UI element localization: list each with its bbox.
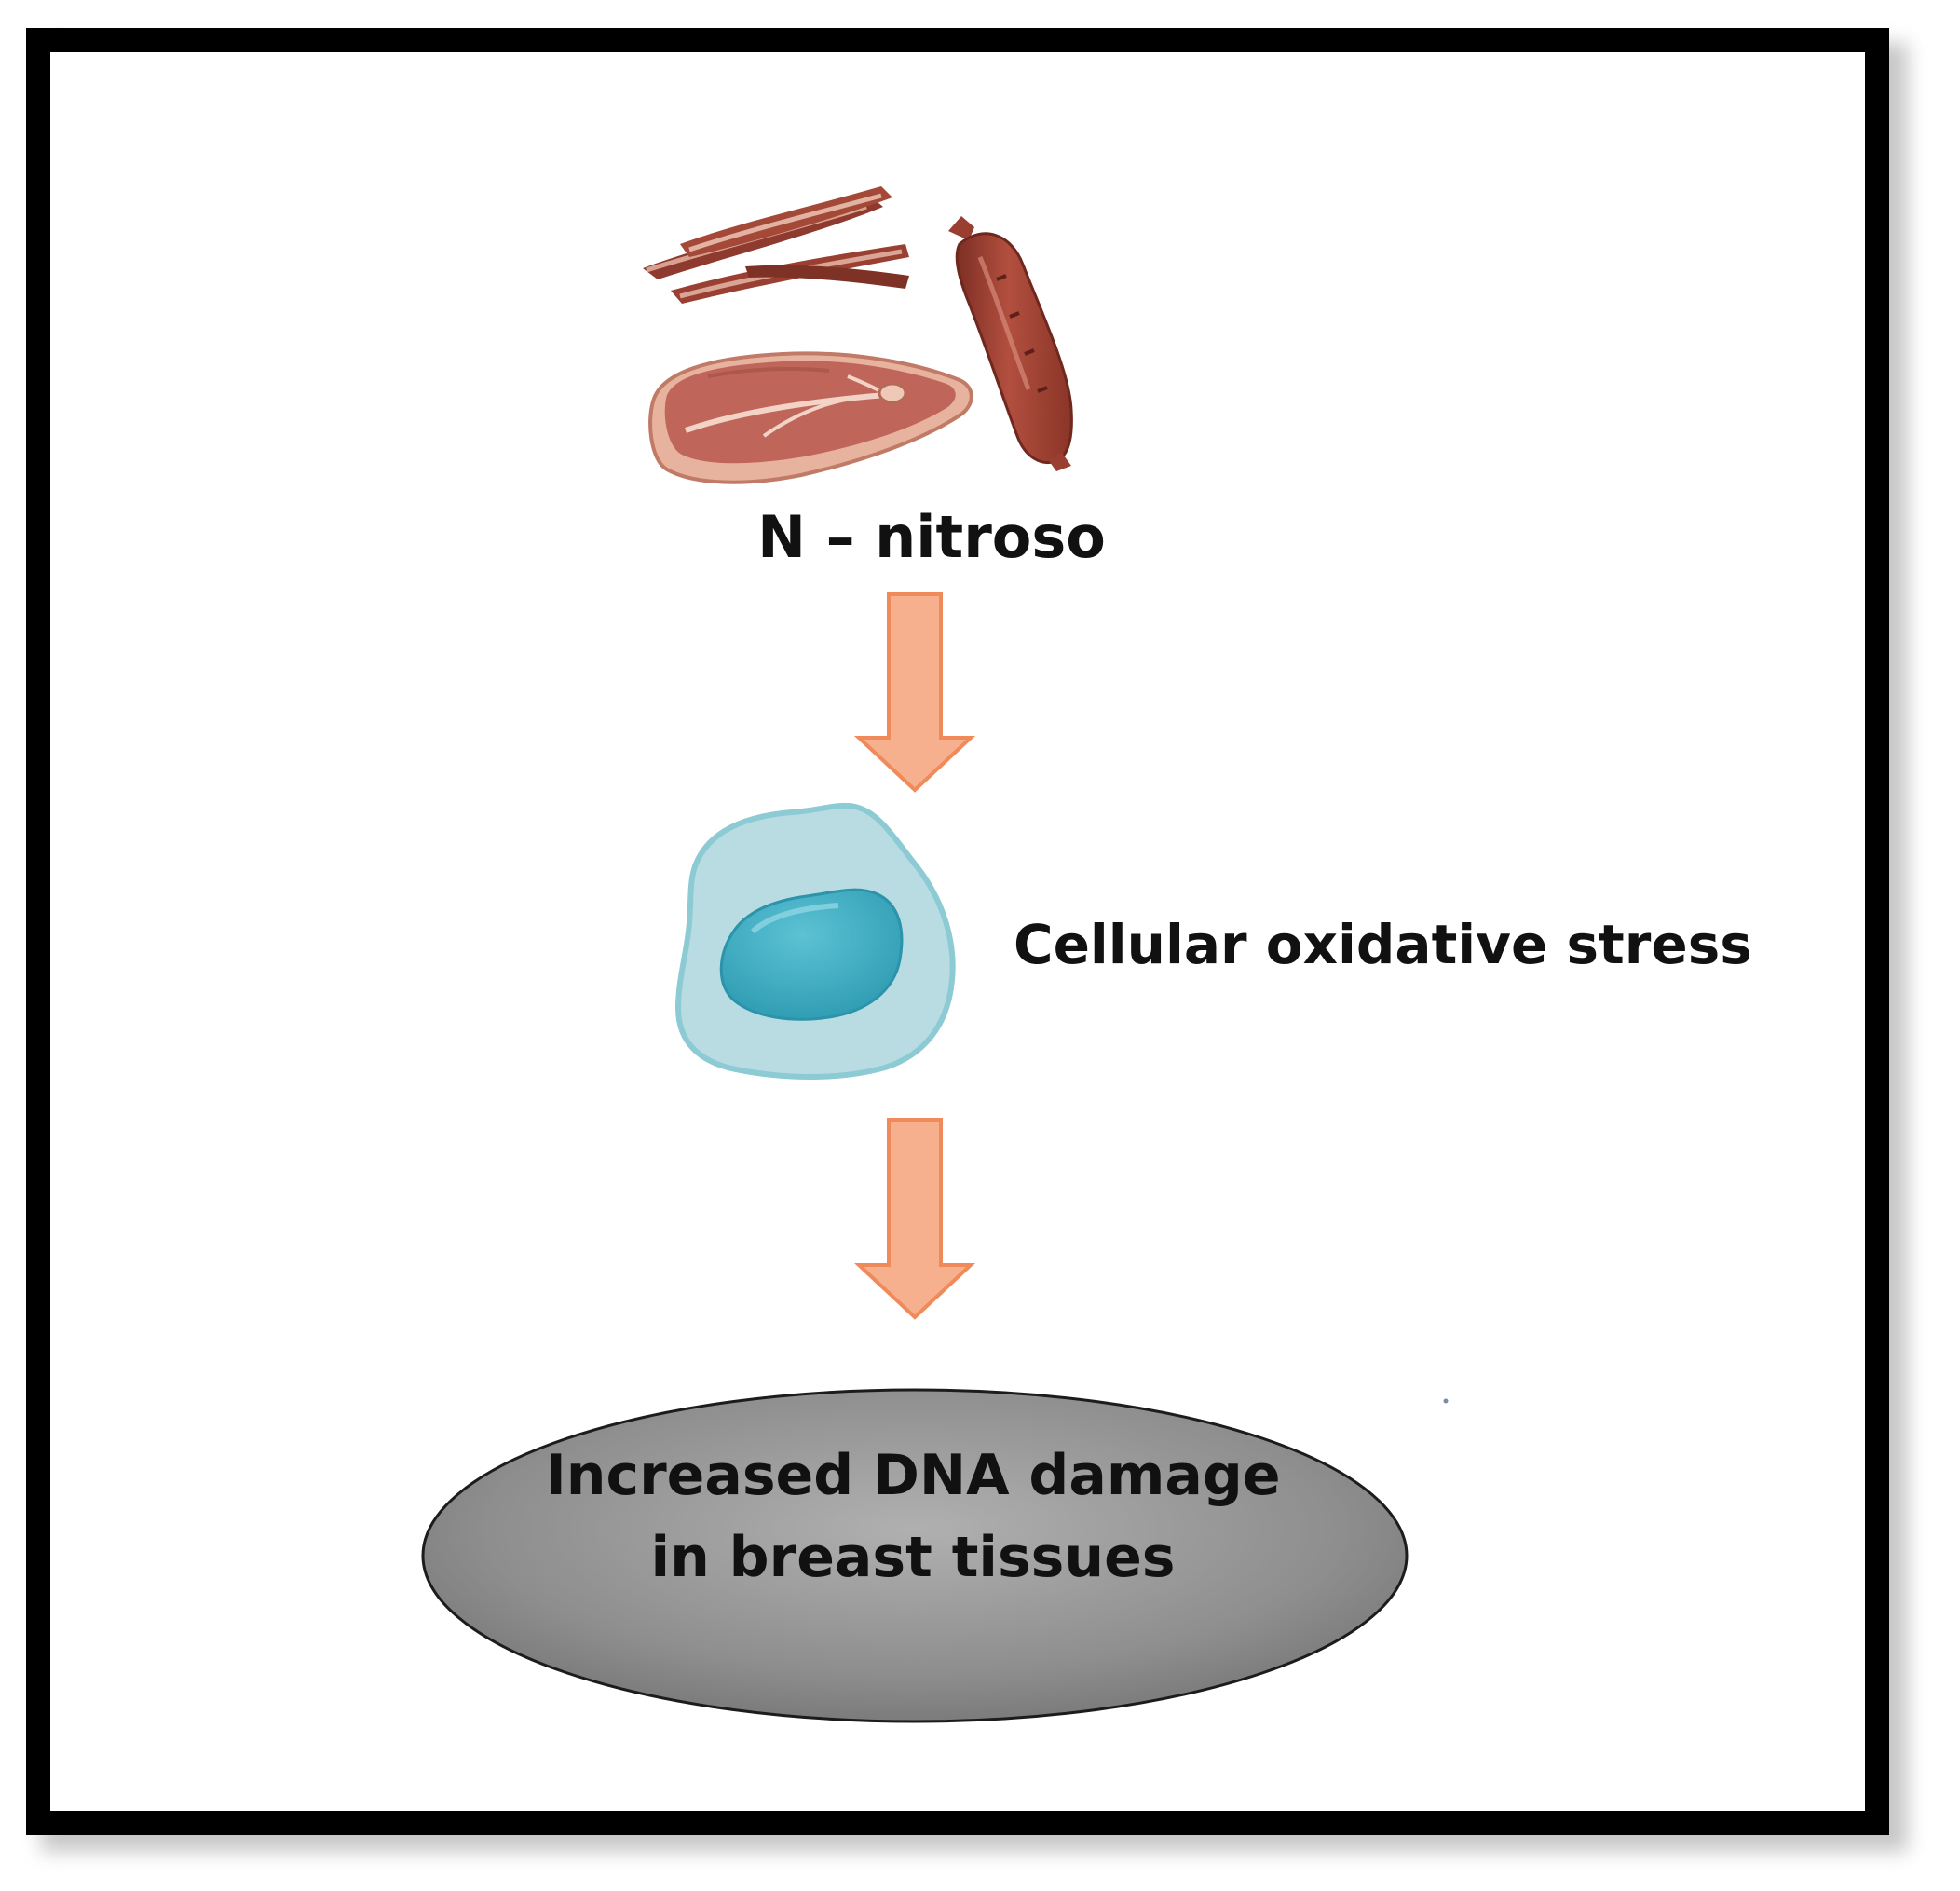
speck-dot	[1443, 1398, 1449, 1404]
bacon-icon	[643, 186, 909, 304]
sausage-icon	[948, 216, 1073, 471]
outcome-ellipse	[421, 1388, 1409, 1723]
outcome-label: Increased DNA damage in breast tissues	[545, 1443, 1281, 1590]
source-label: N – nitroso	[757, 503, 1106, 571]
cell-icon	[674, 802, 956, 1080]
steak-icon	[648, 351, 973, 484]
intermediate-label: Cellular oxidative stress	[1014, 913, 1752, 976]
arrow-nitroso-to-stress	[853, 592, 976, 793]
diagram-frame	[26, 28, 1889, 1835]
arrow-stress-to-outcome	[853, 1118, 976, 1320]
